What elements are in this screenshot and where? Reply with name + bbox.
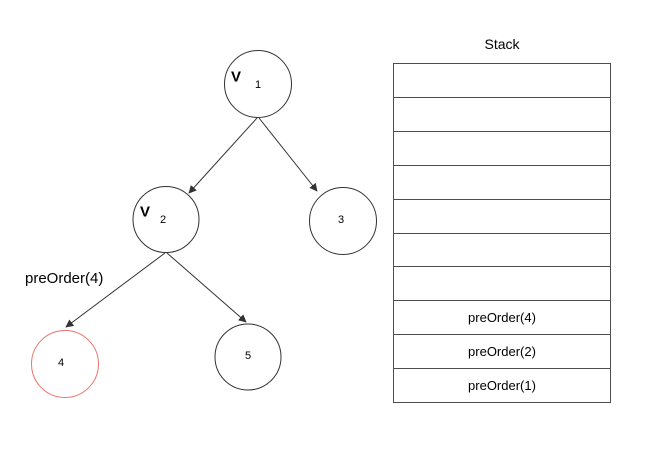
stack-table: preOrder(4) preOrder(2) preOrder(1) bbox=[393, 63, 611, 403]
tree-node-2: V 2 bbox=[132, 186, 200, 253]
node-4-circle-highlight bbox=[31, 330, 99, 398]
node-1-circle bbox=[224, 50, 292, 118]
visited-mark: V bbox=[231, 69, 241, 86]
stack-slot bbox=[394, 164, 610, 199]
edge-node2-node5 bbox=[166, 252, 247, 323]
stack-title: Stack bbox=[484, 36, 520, 52]
edge-node2-node4 bbox=[65, 252, 166, 328]
stack-slot bbox=[394, 64, 610, 97]
stack-slot bbox=[394, 198, 610, 233]
edge-node1-node3 bbox=[258, 117, 318, 192]
node-2-circle bbox=[132, 186, 200, 253]
node-number: 2 bbox=[160, 214, 166, 226]
tree-node-1: V 1 bbox=[224, 50, 292, 118]
tree-node-5: 5 bbox=[214, 323, 282, 391]
stack-slot bbox=[394, 266, 610, 300]
node-3-circle bbox=[309, 187, 377, 255]
stack-slot bbox=[394, 96, 610, 131]
node-number: 1 bbox=[255, 79, 261, 91]
node-number: 4 bbox=[58, 357, 64, 369]
node-5-circle bbox=[214, 323, 282, 391]
edge-node1-node2 bbox=[188, 117, 258, 194]
tree-node-4-highlighted: 4 bbox=[31, 330, 99, 398]
stack-slot bbox=[394, 232, 610, 267]
node-number: 3 bbox=[338, 214, 344, 226]
recursive-call-label: preOrder(4) bbox=[25, 270, 104, 287]
visited-mark: V bbox=[140, 204, 150, 221]
stack-slot bbox=[394, 130, 610, 165]
node-number: 5 bbox=[245, 350, 251, 362]
tree-node-3: 3 bbox=[309, 187, 377, 255]
stack-slot: preOrder(4) bbox=[394, 300, 610, 334]
stack-slot: preOrder(2) bbox=[394, 334, 610, 368]
stack-slot: preOrder(1) bbox=[394, 368, 610, 402]
